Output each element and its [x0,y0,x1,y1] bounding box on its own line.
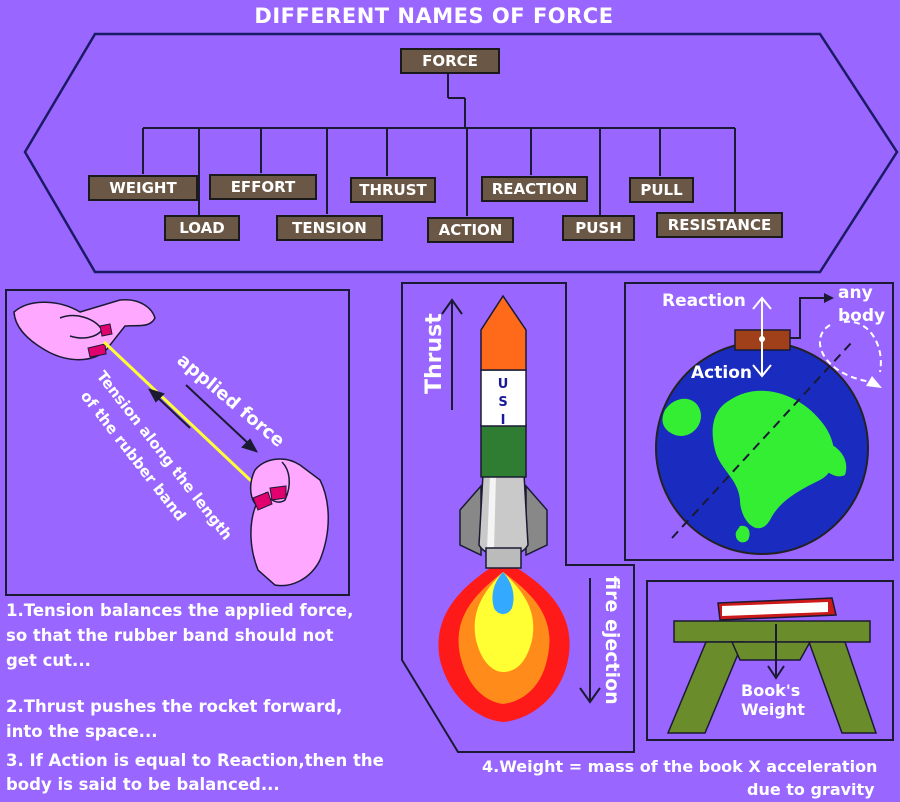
tree-connectors [142,74,736,216]
rocket-panel-frame [401,282,635,753]
fire-ejection-label: fire ejection [601,576,623,705]
box-force: FORCE [400,48,500,74]
caption-1-line1: 1.Tension balances the applied force, [6,601,354,620]
box-weight: WEIGHT [88,175,198,201]
caption-1-line3: get cut... [6,651,91,670]
box-action: ACTION [427,217,514,243]
rocket-letter-s: S [498,395,507,410]
rotation-arrow [819,320,882,388]
rocket-letter-i: I [501,413,506,428]
box-load: LOAD [164,215,240,241]
applied-force-label: applied force [173,350,289,452]
any-label: any [838,283,873,303]
page-title: DIFFERENT NAMES OF FORCE [254,4,614,28]
book-panel-frame [646,580,894,741]
box-tension: TENSION [276,215,383,241]
caption-3-line2: body is said to be balanced... [6,775,280,794]
box-effort: EFFORT [209,174,317,200]
pointer-arrow [790,293,834,339]
box-reaction: REACTION [481,176,588,202]
box-pull: PULL [629,177,694,203]
rubber-band [102,340,268,497]
caption-1-line2: so that the rubber band should not [6,626,334,645]
book-weight-line1: Book's [741,681,801,700]
table [666,620,878,734]
rocket [459,294,548,569]
thrust-label: Thrust [422,313,447,394]
book [717,597,837,621]
earth-panel-frame [624,282,894,561]
caption-2-line1: 2.Thrust pushes the rocket forward, [6,697,343,716]
rocket-letter-u: U [498,377,509,392]
caption-4-line1: 4.Weight = mass of the book X accelerati… [482,757,878,776]
caption-4-line2: due to gravity [747,780,875,799]
caption-2-line2: into the space... [6,722,158,741]
hexagon-frame [23,32,899,274]
tension-arrows [147,384,259,453]
rocket-flame [438,560,570,722]
caption-3-line1: 3. If Action is equal to Reaction,then t… [6,751,384,770]
action-reaction-arrows [752,296,772,378]
book-weight-line2: Weight [741,700,805,719]
box-thrust: THRUST [350,177,436,203]
fire-ejection-arrow [579,578,601,704]
reaction-label: Reaction [662,291,746,311]
earth-globe [655,341,869,555]
tension-panel-frame [5,289,350,596]
lower-hand [249,458,329,587]
body-label: body [838,306,886,326]
weight-arrow [767,624,785,680]
box-resistance: RESISTANCE [656,212,783,238]
upper-hand [13,299,156,361]
thrust-arrow [441,298,463,410]
box-push: PUSH [562,215,635,241]
action-label: Action [691,363,752,383]
